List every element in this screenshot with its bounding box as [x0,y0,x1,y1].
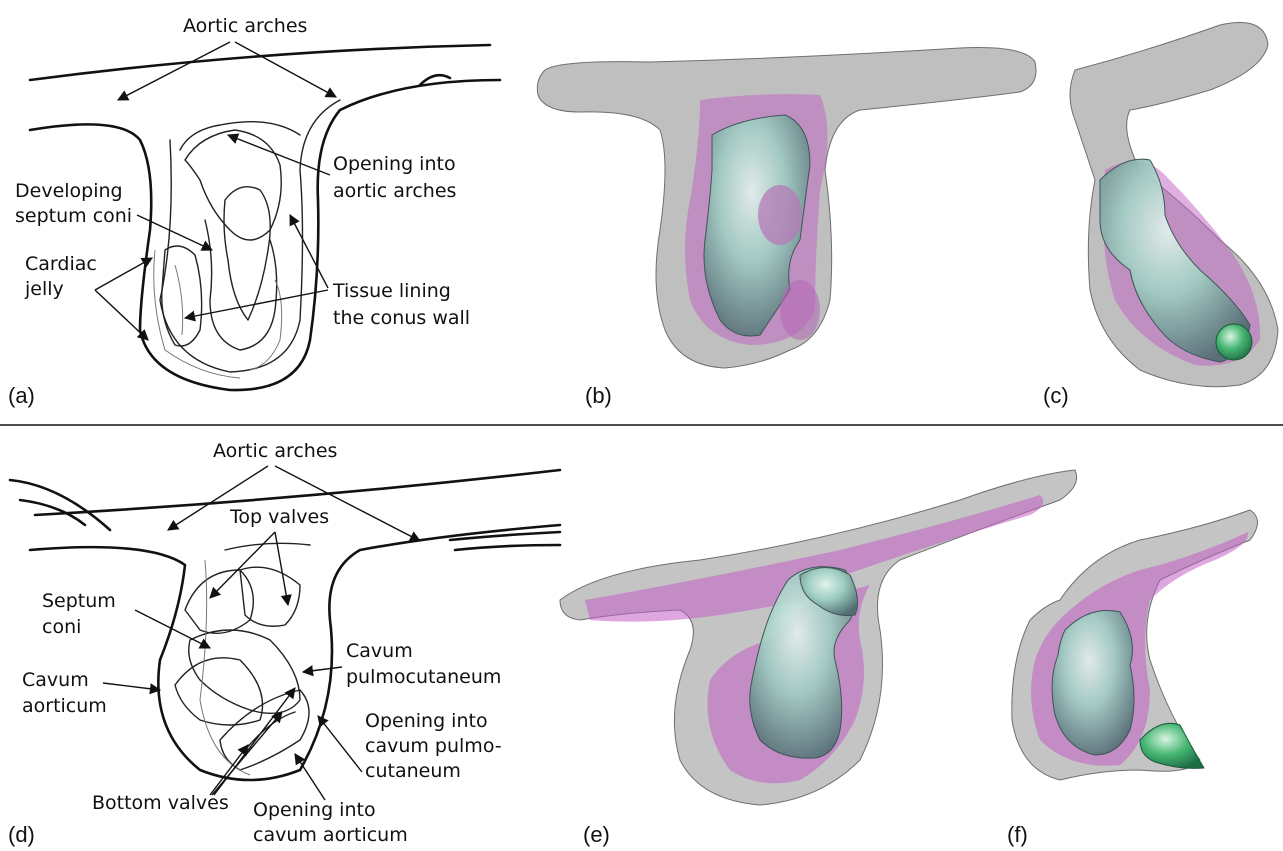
arrow-bottom-valves-1 [210,745,248,795]
arrow-aortic-right-bottom [275,466,420,541]
lumen-hole-b [758,185,802,245]
arrow-tissue-1 [290,215,328,288]
panel-b-render [537,48,1036,368]
panel-e-render [560,470,1077,805]
lumen-end-c [1216,324,1252,360]
bottom-valves-label: Bottom valves [92,792,229,814]
arrow-aortic-left-top [118,42,230,100]
lumen-f [1052,610,1134,755]
arrow-opening-pulmo [318,716,362,772]
arrow-cavum-pulmo [303,667,342,672]
panel-c-render [1070,23,1278,387]
aortic-arches-label-bottom: Aortic arches [213,440,337,462]
arrow-opening-aort [295,754,325,800]
aortic-arches-label-top: Aortic arches [183,15,307,37]
panel-f-render [1012,510,1258,780]
panel-label-d: (d) [8,822,35,847]
arrow-opening-aortic [228,135,330,175]
arrow-tissue-2 [185,290,328,318]
top-valves-label: Top valves [229,506,329,528]
panel-label-f: (f) [1007,822,1028,847]
panel-label-e: (e) [583,822,610,847]
panel-label-c: (c) [1043,383,1069,408]
arrow-cavum-aort [103,683,160,690]
panel-label-a: (a) [8,383,35,408]
arrow-aortic-right-top [235,42,336,97]
panel-label-b: (b) [585,383,612,408]
lumen-bulge-b [780,280,820,340]
